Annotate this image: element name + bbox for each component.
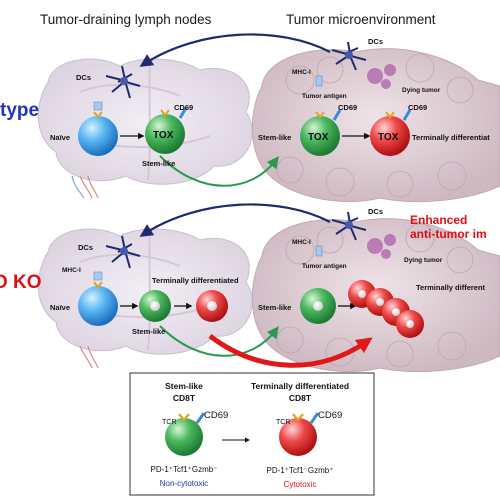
header-lymph-nodes: Tumor-draining lymph nodes xyxy=(40,12,212,27)
cd69-receptor-term-top xyxy=(402,109,412,121)
dying-tumor-cells-top xyxy=(367,64,396,89)
naive-tcr-bottom xyxy=(93,281,103,289)
label-enhanced-2: anti-tumor im xyxy=(410,227,487,241)
vessels-top-blue xyxy=(71,175,85,199)
legend-term-cell xyxy=(279,418,317,456)
stem-tcr-ln-top xyxy=(160,109,170,117)
naive-tcr-top xyxy=(93,111,103,119)
label-tox-stem-tme-top: TOX xyxy=(308,132,329,143)
legend-term-cd69 xyxy=(309,412,320,424)
legend-tcr-2: TCR xyxy=(276,419,290,426)
stem-tcr-tme-top xyxy=(315,111,325,119)
cd69-receptor-ln-top xyxy=(178,107,188,119)
label-stem-tme-bottom: Stem-like xyxy=(258,303,291,312)
label-dcs-tme-bottom: DCs xyxy=(368,207,383,216)
label-mhc-ln-bottom: MHC-I xyxy=(62,267,81,274)
legend-term-function: Cytotoxic xyxy=(284,480,317,489)
label-terminal-tme-bottom: Terminally different xyxy=(416,283,486,292)
label-antigen-tme-bottom: Tumor antigen xyxy=(302,263,347,270)
mhc-marker-top xyxy=(315,75,323,87)
legend-stem-tcr xyxy=(178,413,190,422)
bottom-panel: D KO Enhanced anti-tumor im DCs MHC-I Na… xyxy=(0,203,500,373)
label-stem-ln-bottom: Stem-like xyxy=(132,327,165,336)
legend-term-tcr xyxy=(292,413,304,422)
label-dcs-tme-top: DCs xyxy=(368,37,383,46)
header-tumor-microenvironment: Tumor microenvironment xyxy=(286,12,436,27)
label-enhanced-1: Enhanced xyxy=(410,213,467,227)
naive-receptor-bottom xyxy=(93,271,103,281)
legend-stem-cd69 xyxy=(195,412,206,424)
dendritic-cell-ln-bottom xyxy=(105,235,141,269)
arrow-ln-to-tme-top xyxy=(159,155,279,187)
vessels-bottom xyxy=(79,345,99,369)
stem-cell-tme-top xyxy=(300,116,340,156)
stem-nucleus-tme-bottom xyxy=(313,301,323,311)
dendritic-cell-ln-top xyxy=(105,65,141,99)
label-cd69-ln-top: CD69 xyxy=(174,103,193,112)
legend-stem-cell xyxy=(165,418,203,456)
legend-cd69-1: CD69 xyxy=(204,410,228,421)
cd69-receptor-tme-top xyxy=(332,109,342,121)
legend-cd69-2: CD69 xyxy=(318,410,342,421)
top-panel: type DCs CD69 Naïve TOX Stem-like DCs MH… xyxy=(0,33,500,203)
legend-term-markers: PD-1⁺Tcf1⁻Gzmb⁺ xyxy=(267,466,334,475)
label-mhc-tme-bottom: MHC-I xyxy=(292,239,311,246)
row-label-wild-type: type xyxy=(0,100,39,121)
label-cd69-tme-right-top: CD69 xyxy=(408,103,427,112)
label-naive-bottom: Naïve xyxy=(50,303,70,312)
label-tox-term-tme-top: TOX xyxy=(378,132,399,143)
label-stem-tme-top: Stem-like xyxy=(258,133,291,142)
tumor-cells-bottom xyxy=(276,223,474,368)
terminal-cell-tme-top xyxy=(370,116,410,156)
label-dying-tumor-bottom: Dying tumor xyxy=(404,257,443,264)
label-naive-top: Naïve xyxy=(50,133,70,142)
legend-stem-function: Non-cytotoxic xyxy=(160,479,208,488)
label-terminal-ln-bottom: Terminally differentiated xyxy=(152,276,239,285)
legend-stem-title-2: CD8T xyxy=(173,393,196,403)
mhc-marker-bottom xyxy=(315,245,323,257)
label-dying-tumor-top: Dying tumor xyxy=(402,87,441,94)
naive-cell-bottom xyxy=(78,286,118,326)
legend-stem-markers: PD-1⁺Tcf1⁺Gzmb⁻ xyxy=(151,465,218,474)
legend-tcr-1: TCR xyxy=(162,419,176,426)
vessels-top xyxy=(79,175,99,199)
dendritic-cell-tme-top xyxy=(331,41,367,71)
label-stem-ln-top: Stem-like xyxy=(142,159,175,168)
stem-nucleus-ln-bottom xyxy=(150,301,160,311)
dendritic-cell-tme-bottom xyxy=(331,211,367,241)
legend-term-title-2: CD8T xyxy=(289,393,312,403)
label-cd69-tme-mid-top: CD69 xyxy=(338,103,357,112)
row-label-ko: D KO xyxy=(0,272,42,293)
legend-stem-title-1: Stem-like xyxy=(165,381,203,391)
arrow-tme-to-ln-top xyxy=(139,33,331,67)
term-nucleus-ln-bottom xyxy=(207,301,217,311)
naive-cell-top xyxy=(78,116,118,156)
label-mhc-tme-top: MHC-I xyxy=(292,69,311,76)
tumor-cells-top xyxy=(276,53,474,198)
legend-box: Stem-like CD8T Terminally differentiated… xyxy=(129,372,375,496)
label-tox-ln-top: TOX xyxy=(153,130,174,141)
arrow-ln-to-tme-bottom xyxy=(159,325,279,357)
legend-term-title-1: Terminally differentiated xyxy=(251,381,349,391)
naive-receptor-top xyxy=(93,101,103,111)
arrow-enhanced-red xyxy=(208,334,373,368)
label-terminal-tme-top: Terminally differentiat xyxy=(412,133,490,142)
label-dcs-ln-top: DCs xyxy=(76,73,91,82)
label-dcs-ln-bottom: DCs xyxy=(78,243,93,252)
label-antigen-tme-top: Tumor antigen xyxy=(302,93,347,100)
dying-tumor-cells-bottom xyxy=(367,234,396,259)
stem-cell-ln-top xyxy=(145,114,185,154)
arrow-tme-to-ln-bottom xyxy=(139,203,331,237)
term-tcr-tme-top xyxy=(385,111,395,119)
terminal-cell-cluster-bottom xyxy=(348,280,424,338)
